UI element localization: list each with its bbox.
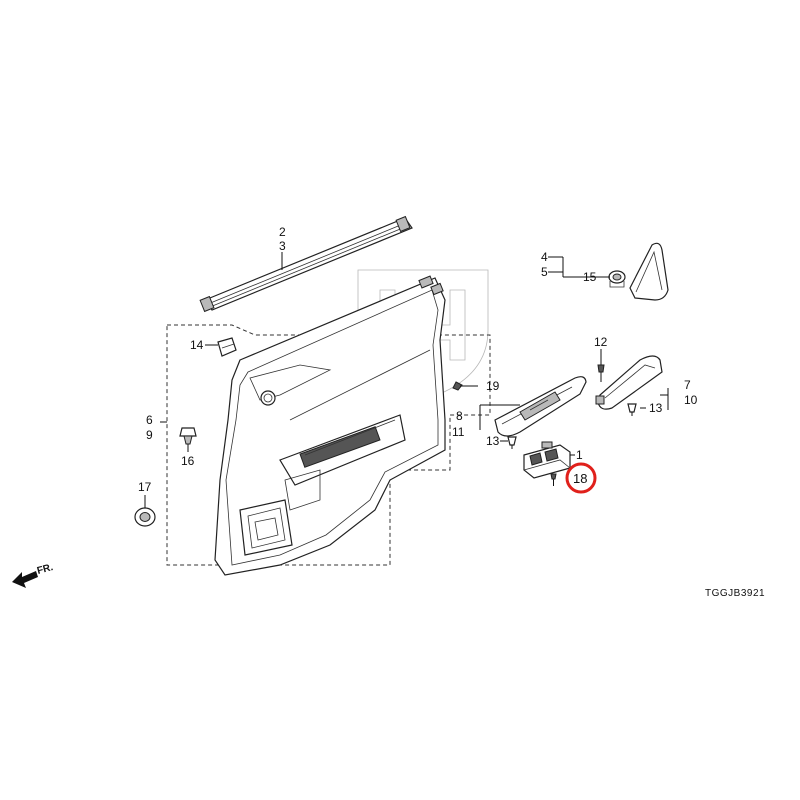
corner-garnish (629, 242, 669, 301)
power-window-switch (523, 441, 571, 479)
label-part-13-left: 13 (486, 434, 500, 448)
front-label: FR. (36, 562, 55, 577)
front-arrow-icon (12, 571, 38, 588)
label-part-4: 4 (541, 250, 548, 264)
label-part-13-right: 13 (649, 401, 663, 415)
leader-lines (144, 252, 669, 508)
label-part-1: 1 (576, 448, 583, 462)
label-part-9: 9 (146, 428, 153, 442)
label-part-19: 19 (486, 379, 500, 393)
screw-19 (452, 381, 478, 391)
clip-13-left (507, 436, 517, 449)
label-part-3: 3 (279, 239, 286, 253)
label-part-16: 16 (181, 454, 195, 468)
label-part-11: 11 (452, 425, 465, 439)
diagram-code: TGGJB3921 (705, 588, 765, 599)
door-lining-panel (214, 275, 446, 576)
label-part-10: 10 (684, 393, 698, 407)
part-labels: 2 3 4 5 15 14 6 9 16 17 12 19 7 10 13 8 … (138, 225, 698, 494)
label-part-14: 14 (190, 338, 204, 352)
label-part-7: 7 (684, 378, 691, 392)
label-part-5: 5 (541, 265, 548, 279)
assembly-outline (166, 324, 491, 566)
switch-panel-garnish (494, 376, 587, 437)
label-part-8: 8 (456, 409, 463, 423)
label-part-18: 18 (573, 471, 587, 486)
grommet-17 (134, 507, 156, 527)
highlighted-part-18: 18 (565, 462, 597, 494)
clip-15 (608, 270, 626, 288)
label-part-15: 15 (583, 270, 597, 284)
label-part-17: 17 (138, 480, 152, 494)
label-part-6: 6 (146, 413, 153, 427)
screw-12 (597, 364, 605, 382)
screw-18 (550, 473, 557, 486)
front-direction-marker: FR. (12, 562, 55, 588)
clip-16 (179, 427, 197, 445)
highlight-ring (565, 462, 597, 494)
clip-14 (217, 337, 237, 357)
clip-13-right (627, 403, 637, 416)
pull-handle-cover (595, 355, 663, 410)
label-part-12: 12 (594, 335, 608, 349)
label-part-2: 2 (279, 225, 286, 239)
window-seal-strip (199, 215, 413, 313)
